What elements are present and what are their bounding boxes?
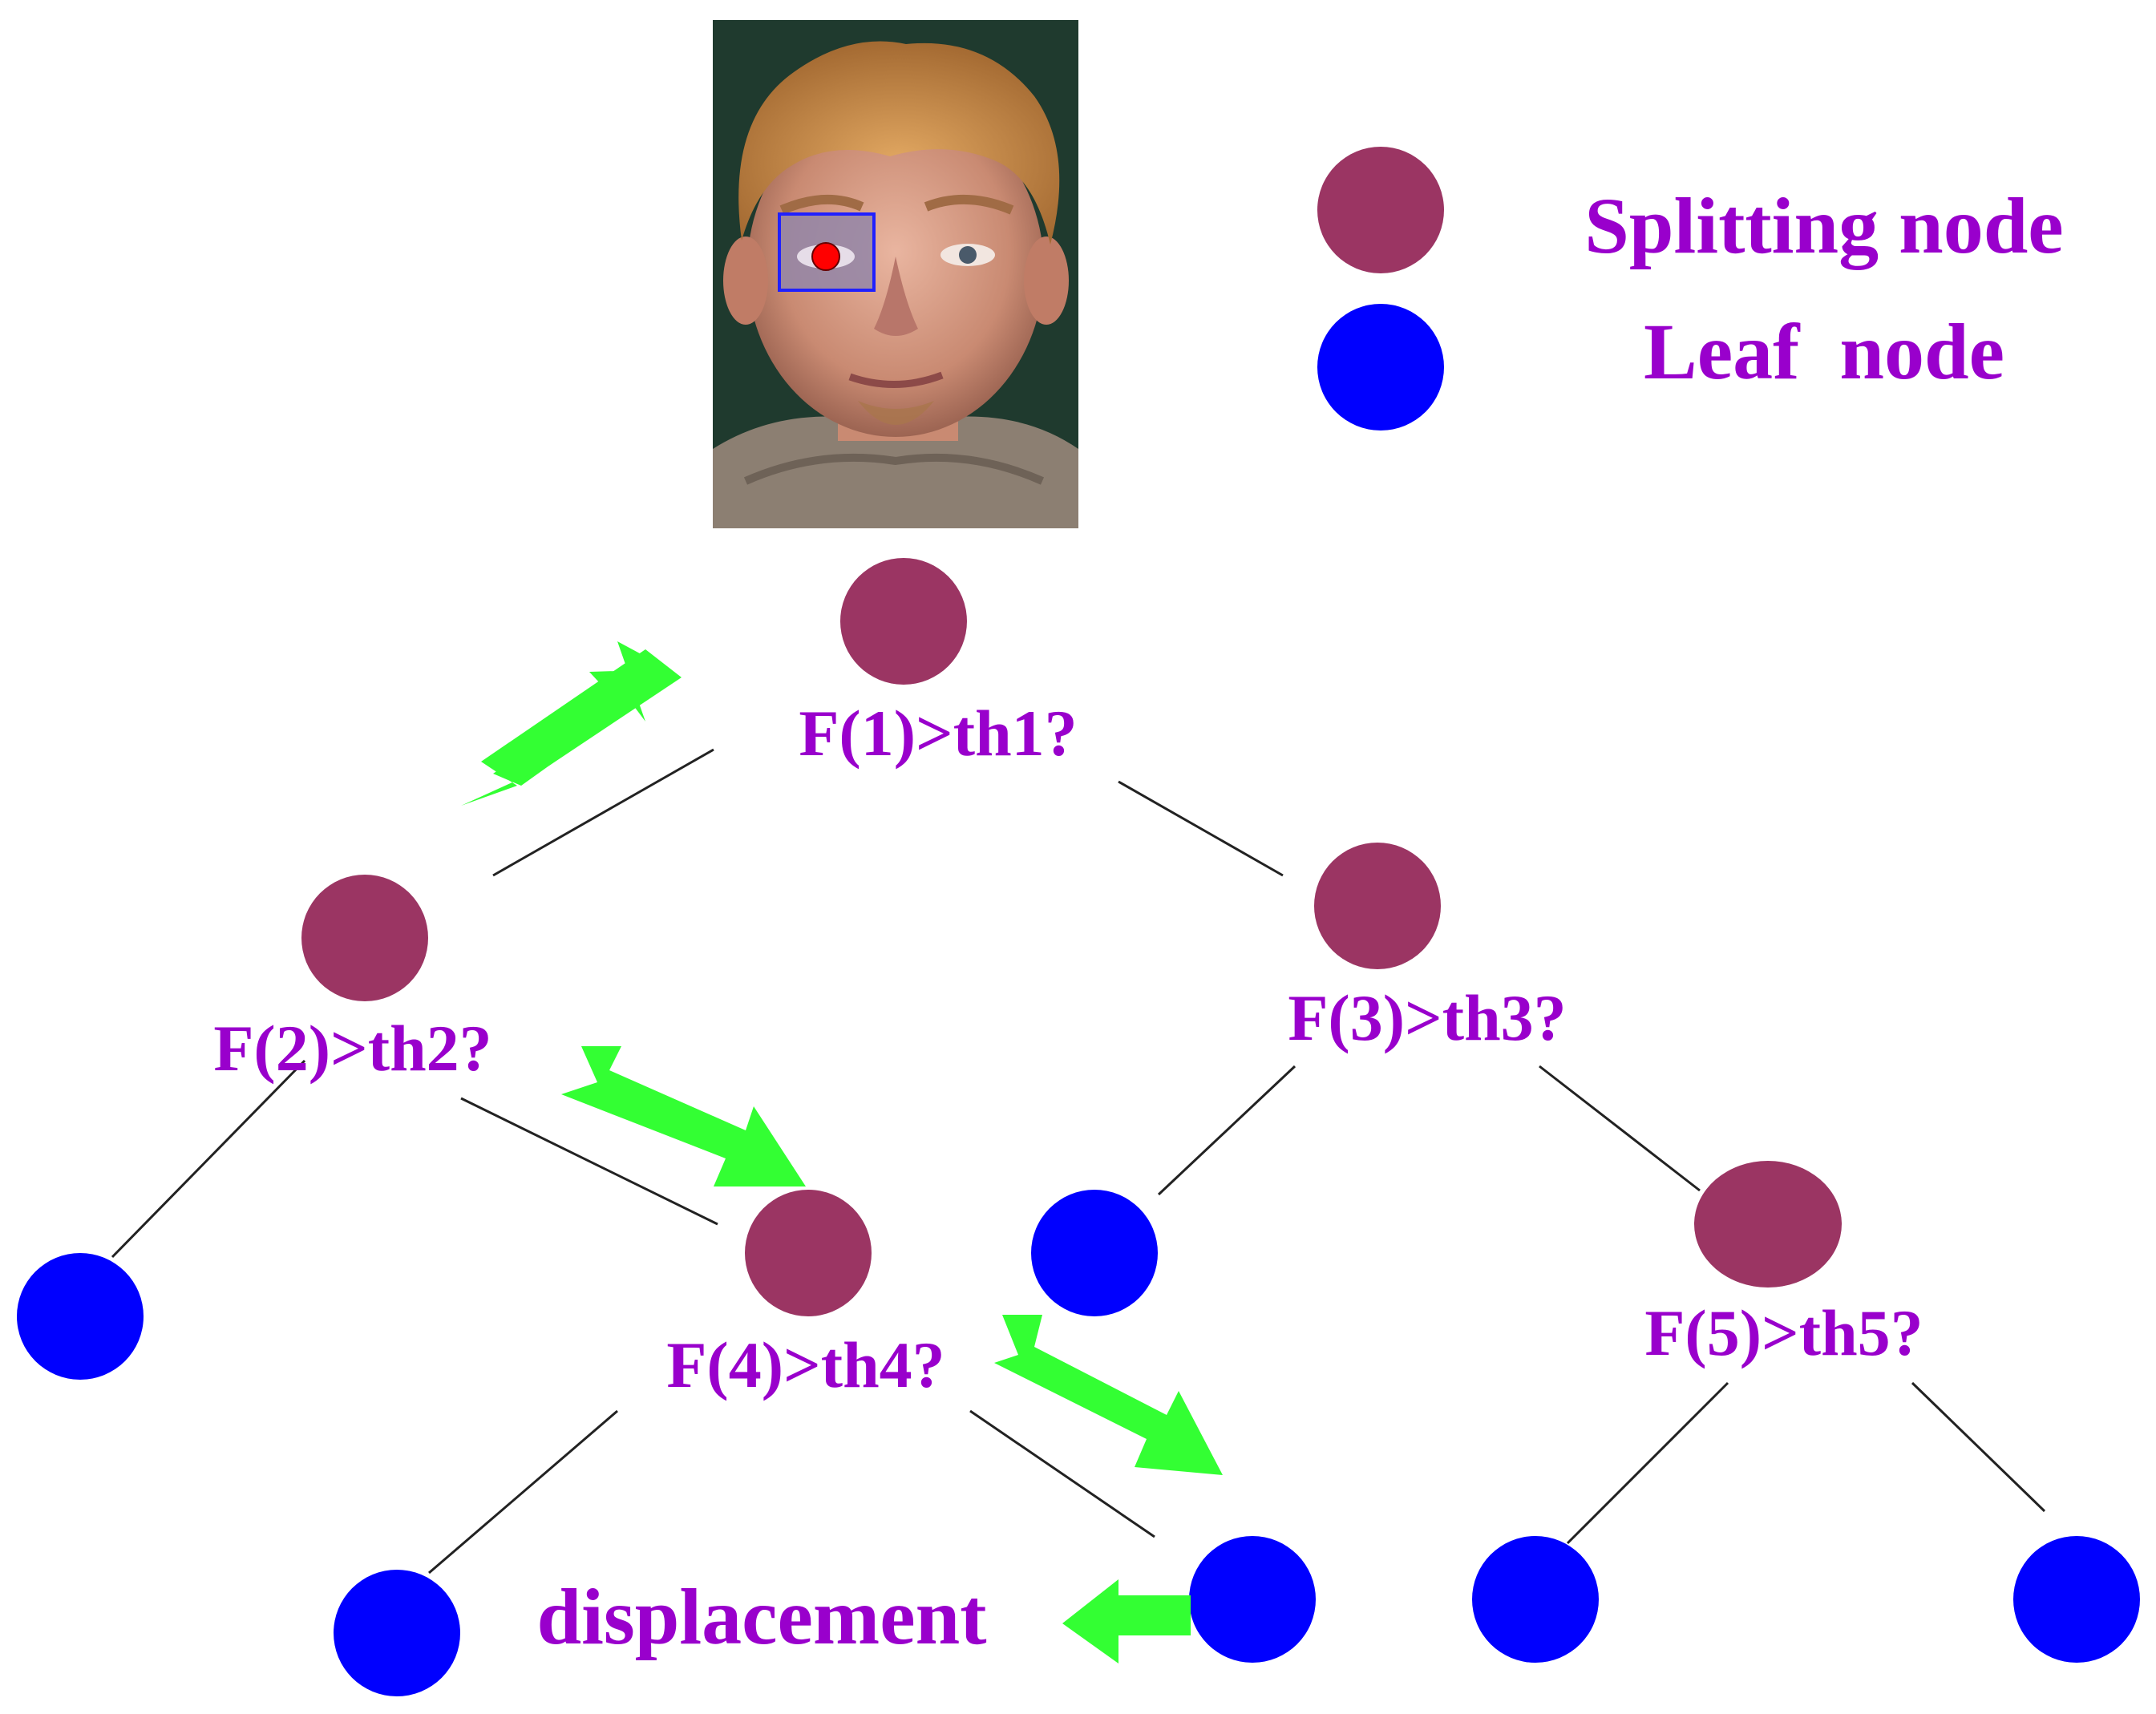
legend: Splitting node Leaf node bbox=[1317, 147, 2064, 431]
eye-landmark-marker bbox=[811, 242, 840, 271]
edge-n2-leaf1 bbox=[111, 1059, 306, 1259]
split-label-3: F(3)>th3? bbox=[1288, 981, 1566, 1054]
edge-n3-leaf2 bbox=[1157, 1065, 1296, 1196]
green-arrow-icon bbox=[461, 649, 682, 806]
edge-n3-n5 bbox=[1539, 1065, 1701, 1192]
path-arrows bbox=[461, 641, 1223, 1663]
green-arrow-icon bbox=[994, 1315, 1223, 1475]
splitting-node-5 bbox=[1694, 1161, 1842, 1288]
leaf-node-3 bbox=[334, 1570, 460, 1696]
split-label-1: F(1)>th1? bbox=[799, 697, 1077, 770]
splitting-node-3 bbox=[1314, 843, 1441, 969]
leaf-node-4 bbox=[1189, 1536, 1316, 1663]
edge-n4-leaf4 bbox=[969, 1409, 1155, 1538]
leaf-nodes bbox=[17, 1190, 2140, 1696]
split-label-2: F(2)>th2? bbox=[213, 1012, 491, 1085]
eye-detection-box bbox=[778, 212, 876, 292]
tree-edges bbox=[111, 748, 2046, 1575]
splitting-node-4 bbox=[745, 1190, 872, 1316]
edge-n2-n4 bbox=[460, 1097, 718, 1226]
legend-splitting-node-swatch bbox=[1317, 147, 1444, 273]
edge-n1-n2 bbox=[492, 748, 714, 877]
edge-n5-leaf6 bbox=[1911, 1381, 2046, 1513]
splitting-node-2 bbox=[301, 875, 428, 1001]
leaf-node-2 bbox=[1031, 1190, 1158, 1316]
edge-n4-leaf3 bbox=[428, 1409, 618, 1575]
leaf-node-6 bbox=[2013, 1536, 2140, 1663]
edge-n1-n3 bbox=[1118, 780, 1284, 877]
green-arrow-icon bbox=[1062, 1579, 1191, 1663]
legend-leaf-node-label: Leaf node bbox=[1644, 307, 2004, 396]
legend-leaf-node-swatch bbox=[1317, 304, 1444, 431]
splitting-nodes bbox=[301, 558, 1842, 1316]
leaf-node-5 bbox=[1472, 1536, 1599, 1663]
edge-n5-leaf5 bbox=[1566, 1381, 1729, 1545]
splitting-node-1 bbox=[840, 558, 967, 685]
displacement-label: displacement bbox=[536, 1572, 986, 1661]
split-label-5: F(5)>th5? bbox=[1644, 1296, 1923, 1369]
leaf-node-1 bbox=[17, 1253, 144, 1380]
split-labels: F(1)>th1? F(2)>th2? F(3)>th3? F(4)>th4? … bbox=[213, 697, 1923, 1401]
green-arrow-icon bbox=[561, 1046, 806, 1186]
face-photo bbox=[713, 20, 1078, 528]
legend-splitting-node-label: Splitting node bbox=[1584, 181, 2063, 270]
split-label-4: F(4)>th4? bbox=[666, 1328, 945, 1401]
